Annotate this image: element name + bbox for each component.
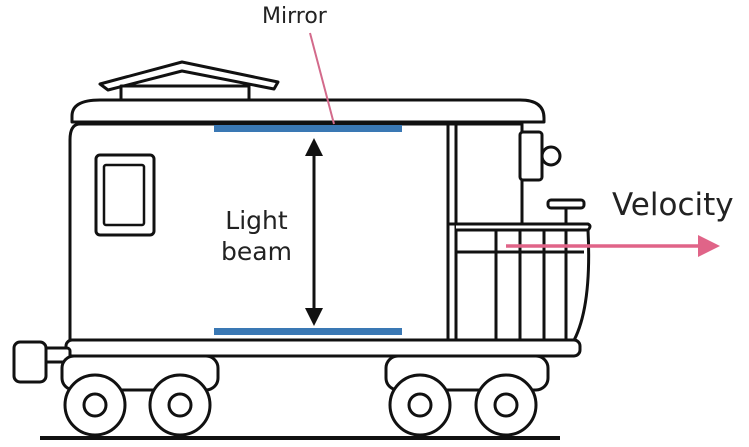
right-arrow-icon bbox=[506, 235, 720, 257]
double-headed-arrow-icon bbox=[305, 138, 323, 326]
mirror-pointer-line bbox=[309, 32, 335, 125]
wheel-3-hub bbox=[407, 392, 433, 418]
light-beam-label-line2: beam bbox=[221, 237, 292, 267]
wheel-1-hub bbox=[82, 392, 108, 418]
window-pane bbox=[102, 163, 146, 227]
roof bbox=[70, 98, 546, 124]
bottom-mirror bbox=[214, 328, 402, 335]
light-beam-label: Light beam bbox=[221, 205, 292, 268]
wheel-4-hub bbox=[493, 392, 519, 418]
railing-top bbox=[456, 222, 592, 232]
rear-section bbox=[446, 122, 524, 226]
roof-gable bbox=[98, 60, 280, 92]
light-beam-label-line1: Light bbox=[225, 206, 288, 235]
top-mirror bbox=[214, 125, 402, 132]
mirror-label: Mirror bbox=[262, 4, 327, 29]
brake-wheel bbox=[546, 198, 586, 210]
caboose-train-icon bbox=[12, 60, 592, 440]
lamp-knob bbox=[540, 145, 562, 167]
lamp-base bbox=[518, 130, 544, 182]
velocity-label: Velocity bbox=[612, 187, 734, 223]
coupler-head bbox=[12, 340, 48, 384]
wheel-2-hub bbox=[167, 392, 193, 418]
chassis bbox=[64, 338, 582, 358]
